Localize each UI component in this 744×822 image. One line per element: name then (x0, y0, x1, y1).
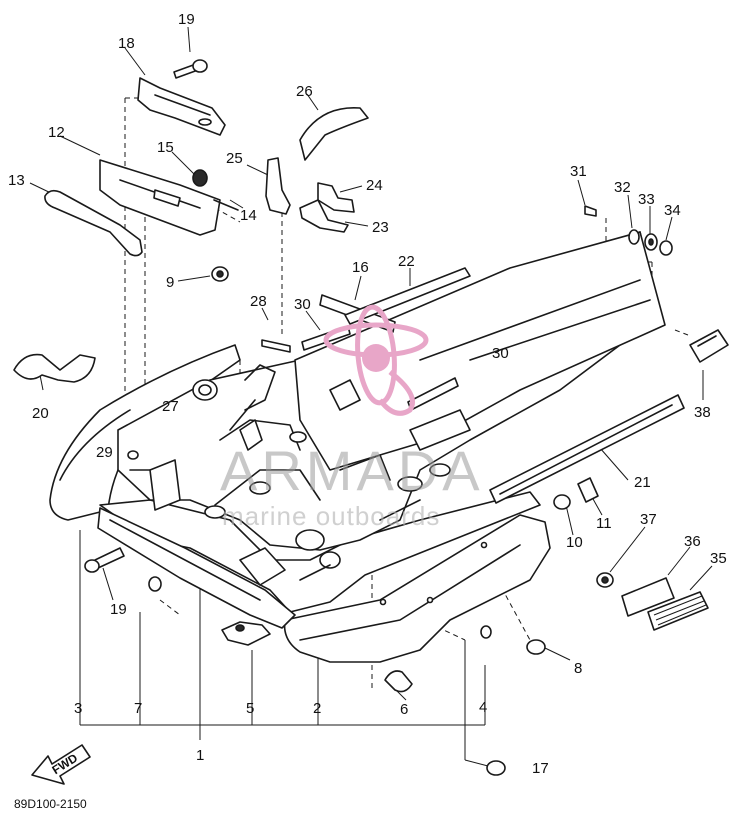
grip-26 (299, 107, 369, 161)
callout-23: 23 (372, 219, 389, 236)
callout-4: 4 (479, 699, 487, 716)
callout-32: 32 (614, 179, 631, 196)
bolt-11 (577, 477, 599, 503)
drawing-code: 89D100-2150 (14, 797, 87, 811)
callout-17: 17 (532, 760, 549, 777)
callout-7: 7 (134, 700, 142, 717)
callout-30-top: 30 (294, 296, 311, 313)
clamp-6 (384, 670, 413, 693)
callout-31: 31 (570, 163, 587, 180)
callout-10: 10 (566, 534, 583, 551)
handle-13 (44, 189, 143, 257)
callout-labels: 19 18 26 12 15 25 13 24 31 32 33 34 14 2… (8, 11, 727, 777)
bracket-24 (317, 182, 355, 213)
hook-20 (13, 353, 96, 383)
callout-26: 26 (296, 83, 313, 100)
front-bumper (97, 507, 296, 629)
watermark-tagline: marine outboards (222, 501, 440, 531)
watermark-brand: ARMADA (220, 439, 484, 502)
apron-part-2 (283, 514, 551, 663)
callout-12: 12 (48, 124, 65, 141)
callout-15: 15 (157, 139, 174, 156)
callout-14: 14 (240, 207, 257, 224)
callout-8: 8 (574, 660, 582, 677)
callout-5: 5 (246, 700, 254, 717)
callout-34: 34 (664, 202, 681, 219)
armada-logo-icon (323, 304, 429, 416)
callout-6: 6 (400, 701, 408, 718)
callout-38: 38 (694, 404, 711, 421)
callout-3: 3 (74, 700, 82, 717)
callout-13: 13 (8, 172, 25, 189)
callout-24: 24 (366, 177, 383, 194)
callout-19-top: 19 (178, 11, 195, 28)
callout-20: 20 (32, 405, 49, 422)
strip-14 (213, 199, 239, 211)
callout-28: 28 (250, 293, 267, 310)
bolt-19-top (173, 59, 208, 79)
callout-9: 9 (166, 274, 174, 291)
callout-30-right: 30 (492, 345, 509, 362)
hose-25 (265, 157, 291, 215)
callout-2: 2 (313, 700, 321, 717)
callout-36: 36 (684, 533, 701, 550)
callout-21: 21 (634, 474, 651, 491)
clip-5 (221, 621, 271, 646)
callout-16: 16 (352, 259, 369, 276)
brand-watermark: ARMADA marine outboards (220, 304, 484, 531)
bracket-18 (137, 77, 226, 136)
callout-22: 22 (398, 253, 415, 270)
callout-33: 33 (638, 191, 655, 208)
callout-1: 1 (196, 747, 204, 764)
callout-25: 25 (226, 150, 243, 167)
callout-11: 11 (596, 515, 612, 532)
hardware-parts (13, 59, 729, 776)
callout-37: 37 (640, 511, 657, 528)
plate-38 (689, 329, 729, 363)
callout-35: 35 (710, 550, 727, 567)
callout-27: 27 (162, 398, 179, 415)
forward-arrow: FWD (31, 744, 91, 785)
callout-29: 29 (96, 444, 113, 461)
callout-18: 18 (118, 35, 135, 52)
plate-36 (621, 577, 675, 617)
bracket-23 (299, 199, 349, 233)
plate-28 (261, 339, 291, 353)
callout-19-bottom: 19 (110, 601, 127, 618)
bolt-19-bottom (84, 547, 125, 573)
